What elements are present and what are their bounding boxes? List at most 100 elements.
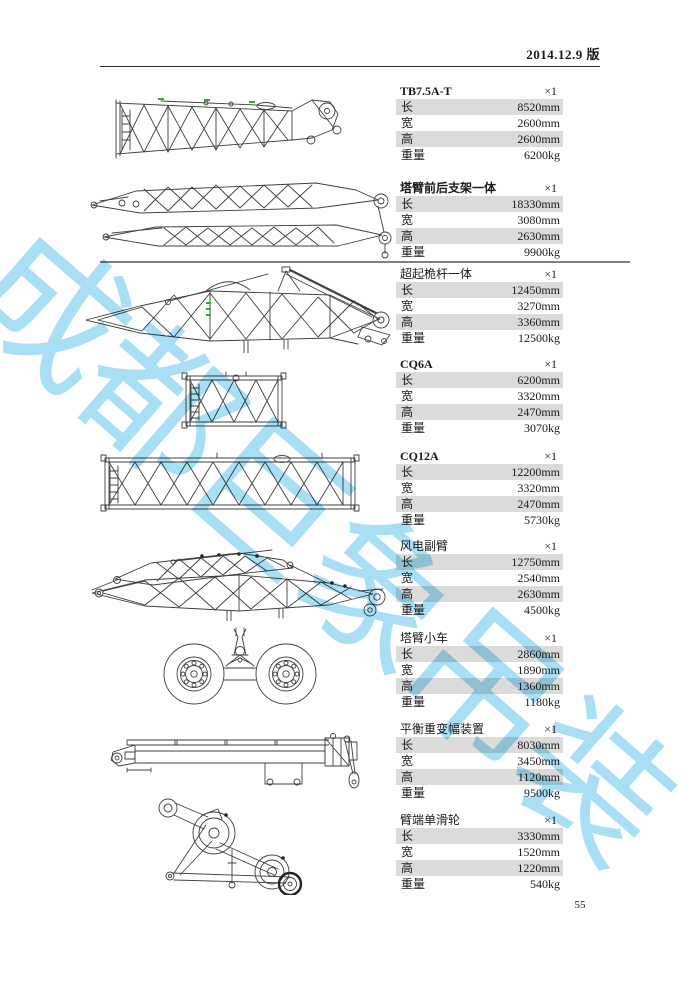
dim-label: 高 [401, 770, 414, 784]
spec-table-counterweight-luffing: 平衡重变幅装置 ×1 长 8030mm 宽 3450mm 高 1120mm 重量 9500… [396, 721, 563, 801]
dim-label: 宽 [401, 754, 414, 768]
dim-value: 6200mm [517, 373, 560, 387]
dim-value: 8030mm [517, 738, 560, 752]
component-title: 平衡重变幅装置 [400, 722, 485, 736]
dim-label: 高 [401, 315, 414, 329]
dim-value: 6200kg [524, 148, 560, 162]
dim-label: 重量 [401, 513, 426, 527]
dim-label: 高 [401, 405, 414, 419]
dim-value: 4500kg [524, 603, 560, 617]
dim-value: 1220mm [517, 861, 560, 875]
dim-value: 3360mm [517, 315, 560, 329]
dim-value: 1120mm [517, 770, 560, 784]
dim-label: 宽 [401, 481, 414, 495]
dim-label: 长 [401, 283, 414, 297]
dim-value: 2600mm [517, 132, 560, 146]
dim-value: 18330mm [511, 197, 560, 211]
dim-label: 宽 [401, 389, 414, 403]
dim-value: 2600mm [517, 116, 560, 130]
dim-label: 宽 [401, 213, 414, 227]
component-quantity: ×1 [544, 181, 557, 195]
separator-line [100, 261, 630, 263]
dim-value: 3080mm [517, 213, 560, 227]
dim-label: 高 [401, 229, 414, 243]
dim-value: 2540mm [517, 571, 560, 585]
component-quantity: ×1 [544, 449, 557, 463]
dim-value: 3070kg [524, 421, 560, 435]
drawing-lattice-insert-cq6a [178, 368, 290, 434]
component-title: 臂端单滑轮 [400, 813, 461, 827]
dim-label: 宽 [401, 571, 414, 585]
dim-label: 高 [401, 587, 414, 601]
drawing-tower-jib-trolley [148, 624, 333, 708]
dim-label: 长 [401, 465, 414, 479]
dim-label: 长 [401, 197, 414, 211]
dim-value: 2470mm [517, 405, 560, 419]
dim-label: 重量 [401, 421, 426, 435]
dim-label: 宽 [401, 845, 414, 859]
component-quantity: ×1 [544, 631, 557, 645]
dim-label: 高 [401, 679, 414, 693]
dim-label: 长 [401, 647, 414, 661]
header-rule [100, 66, 600, 67]
component-title: 风电副臂 [400, 539, 449, 553]
dim-label: 长 [401, 100, 414, 114]
dim-value: 2470mm [517, 497, 560, 511]
dim-label: 长 [401, 373, 414, 387]
component-quantity: ×1 [544, 813, 557, 827]
drawing-tower-jib-support-assembly [84, 175, 394, 261]
dim-label: 重量 [401, 786, 426, 800]
dim-value: 3450mm [517, 754, 560, 768]
dim-label: 重量 [401, 331, 426, 345]
dim-label: 宽 [401, 299, 414, 313]
dim-value: 2630mm [517, 587, 560, 601]
dim-label: 长 [401, 829, 414, 843]
dim-value: 12450mm [511, 283, 560, 297]
dim-label: 宽 [401, 116, 414, 130]
dim-label: 重量 [401, 245, 426, 259]
drawing-boom-head-single-sheave [152, 795, 317, 895]
component-quantity: ×1 [544, 267, 557, 281]
dim-value: 12500kg [518, 331, 560, 345]
edition-label: 2014.12.9 版 [526, 47, 600, 62]
dim-label: 长 [401, 738, 414, 752]
spec-table-tower-jib-trolley: 塔臂小车 ×1 长 2860mm 宽 1890mm 高 1360mm 重量 1180kg [396, 630, 563, 710]
dim-value: 3330mm [517, 829, 560, 843]
dim-label: 宽 [401, 663, 414, 677]
dim-value: 3320mm [517, 389, 560, 403]
dim-label: 重量 [401, 695, 426, 709]
dim-value: 3320mm [517, 481, 560, 495]
spec-table-cq6a: CQ6A ×1 长 6200mm 宽 3320mm 高 2470mm 重量 3070kg [396, 356, 563, 436]
dim-value: 12200mm [511, 465, 560, 479]
dim-value: 1180kg [524, 695, 560, 709]
component-title: 塔臂小车 [400, 631, 449, 645]
drawing-lattice-insert-cq12a [97, 450, 363, 516]
component-title: TB7.5A-T [400, 84, 452, 98]
dim-value: 9900kg [524, 245, 560, 259]
dim-value: 12750mm [511, 555, 560, 569]
drawing-counterweight-luffing-device [97, 728, 362, 792]
dim-value: 2860mm [517, 647, 560, 661]
component-quantity: ×1 [544, 722, 557, 736]
dim-value: 1520mm [517, 845, 560, 859]
dim-label: 高 [401, 132, 414, 146]
drawing-boom-tip-section [106, 90, 346, 165]
page-number: 55 [574, 899, 586, 911]
dim-value: 2630mm [517, 229, 560, 243]
dim-value: 1890mm [517, 663, 560, 677]
component-quantity: ×1 [544, 84, 557, 98]
dim-value: 540kg [530, 877, 560, 891]
component-title: CQ6A [400, 357, 433, 371]
dim-value: 9500kg [524, 786, 560, 800]
dim-value: 1360mm [517, 679, 560, 693]
dim-label: 重量 [401, 877, 426, 891]
dim-label: 长 [401, 555, 414, 569]
component-quantity: ×1 [544, 357, 557, 371]
